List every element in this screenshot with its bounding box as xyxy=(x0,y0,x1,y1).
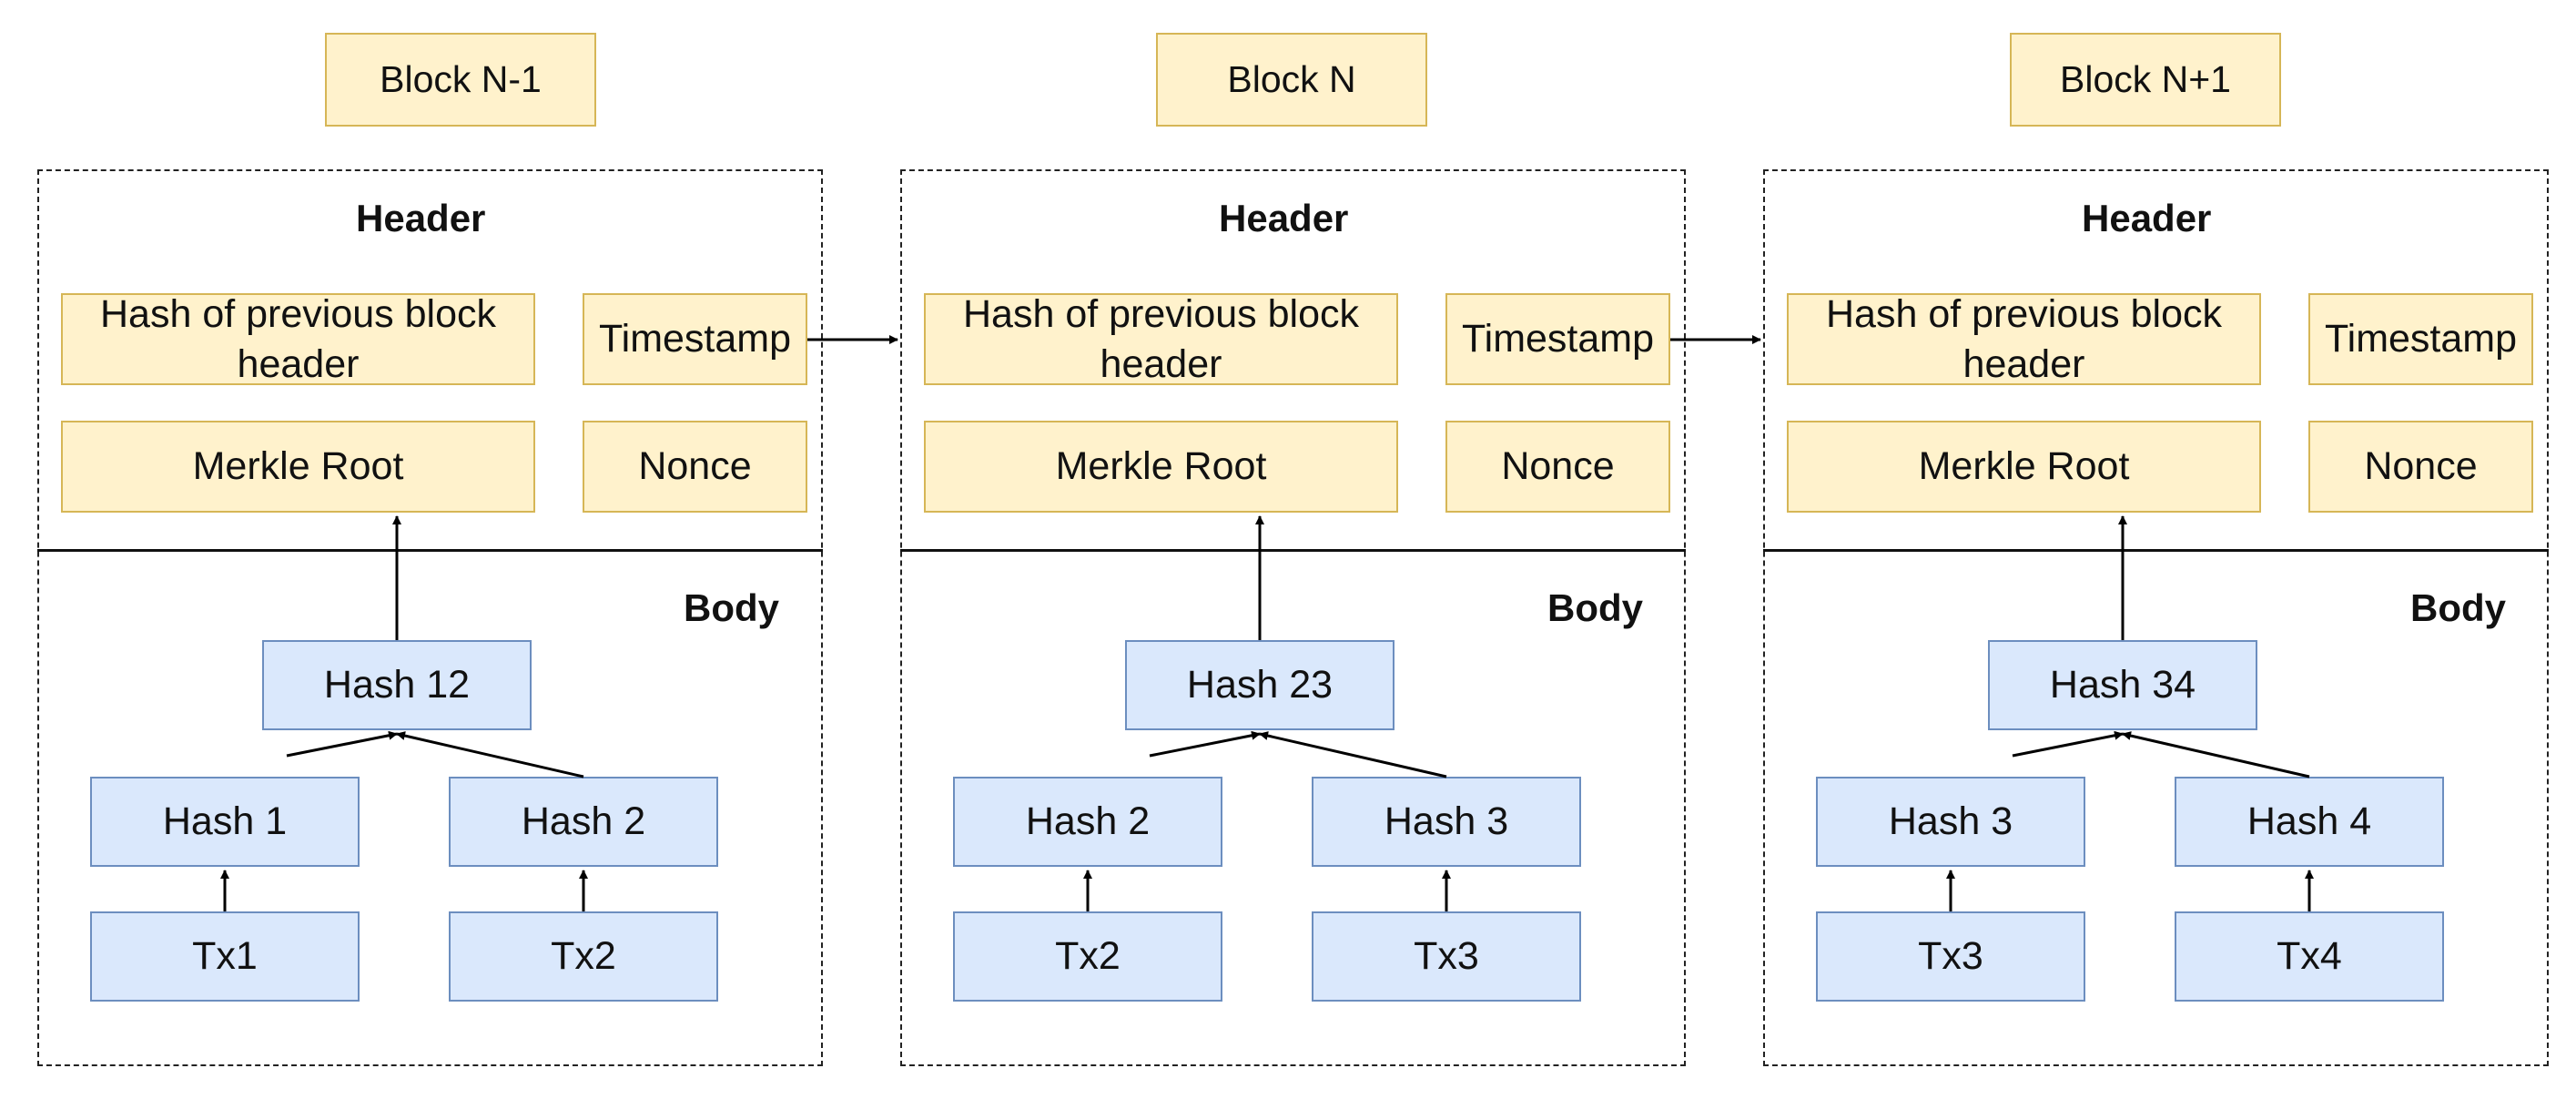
tx-left-node: Tx2 xyxy=(953,911,1222,1002)
tx-right-node: Tx3 xyxy=(1312,911,1581,1002)
nonce-field: Nonce xyxy=(1445,421,1670,513)
body-label: Body xyxy=(2410,586,2506,629)
block-title: Block N xyxy=(1156,33,1427,127)
header-body-divider xyxy=(900,549,1686,552)
hash-right-to-root-arrow xyxy=(2122,731,2310,778)
block-container xyxy=(1763,169,2549,1066)
body-label: Body xyxy=(1547,586,1643,629)
root-hash-node: Hash 23 xyxy=(1125,640,1394,730)
leaf-hash-left-node: Hash 1 xyxy=(90,777,360,867)
header-body-divider xyxy=(37,549,823,552)
header-label: Header xyxy=(1219,197,1349,239)
hash-left-to-root-arrow xyxy=(286,730,398,758)
block-container xyxy=(37,169,823,1066)
tx-left-node: Tx1 xyxy=(90,911,360,1002)
leaf-hash-left-node: Hash 2 xyxy=(953,777,1222,867)
tx-right-node: Tx2 xyxy=(449,911,718,1002)
block-title: Block N+1 xyxy=(2010,33,2281,127)
block-container xyxy=(900,169,1686,1066)
header-label: Header xyxy=(356,197,486,239)
prev-hash-field: Hash of previous block header xyxy=(924,292,1398,386)
hash-right-to-root-arrow xyxy=(396,731,584,778)
leaf-hash-right-node: Hash 2 xyxy=(449,777,718,867)
nonce-field: Nonce xyxy=(583,421,807,513)
merkle-root-field: Merkle Root xyxy=(61,421,535,513)
hash-left-to-root-arrow xyxy=(2012,730,2124,758)
leaf-hash-right-node: Hash 4 xyxy=(2175,777,2444,867)
prev-hash-field: Hash of previous block header xyxy=(1787,292,2261,386)
timestamp-field: Timestamp xyxy=(583,293,807,385)
leaf-hash-left-node: Hash 3 xyxy=(1816,777,2085,867)
prev-hash-field: Hash of previous block header xyxy=(61,292,535,386)
merkle-root-field: Merkle Root xyxy=(924,421,1398,513)
timestamp-field: Timestamp xyxy=(2308,293,2533,385)
root-hash-node: Hash 34 xyxy=(1988,640,2257,730)
hash-left-to-root-arrow xyxy=(1149,730,1261,758)
tx-right-node: Tx4 xyxy=(2175,911,2444,1002)
timestamp-field: Timestamp xyxy=(1445,293,1670,385)
tx-left-node: Tx3 xyxy=(1816,911,2085,1002)
header-body-divider xyxy=(1763,549,2549,552)
leaf-hash-right-node: Hash 3 xyxy=(1312,777,1581,867)
hash-right-to-root-arrow xyxy=(1259,731,1447,778)
body-label: Body xyxy=(684,586,779,629)
header-label: Header xyxy=(2082,197,2212,239)
root-hash-node: Hash 12 xyxy=(262,640,532,730)
block-title: Block N-1 xyxy=(325,33,596,127)
nonce-field: Nonce xyxy=(2308,421,2533,513)
merkle-root-field: Merkle Root xyxy=(1787,421,2261,513)
